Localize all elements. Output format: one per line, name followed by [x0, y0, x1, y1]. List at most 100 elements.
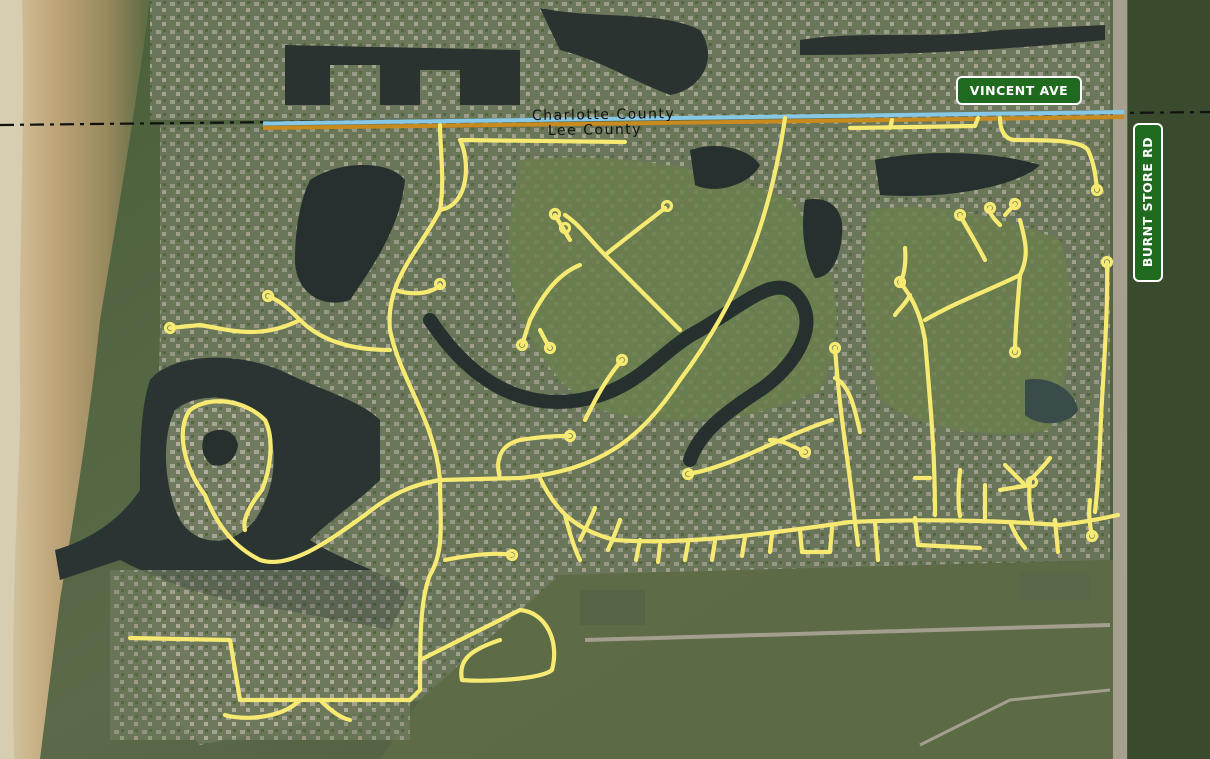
- network-spur-5: [655, 542, 663, 565]
- endpoint-circle-icon: [660, 199, 674, 213]
- network-central-d: [602, 205, 668, 258]
- road-sign-burnt-store-rd-label: BURNT STORE RD: [1140, 137, 1155, 267]
- marina-island: [165, 397, 274, 541]
- endpoint-circle-icon: [1008, 345, 1022, 359]
- endpoint-circle-icon: [558, 221, 572, 235]
- endpoint-circle-icon: [163, 321, 177, 335]
- lake-north-east: [875, 153, 1040, 196]
- marina-pond: [202, 429, 238, 466]
- network-east-k: [1002, 201, 1018, 218]
- endpoint-circle-icon: [548, 207, 562, 221]
- road-sign-vincent-ave: VINCENT AVE: [956, 76, 1082, 105]
- south-road-2: [919, 688, 1111, 747]
- county-label-charlotte: Charlotte County: [532, 106, 676, 124]
- shoreline-sand: [0, 0, 24, 759]
- network-east-e: [897, 279, 938, 518]
- network-east-i: [957, 212, 988, 263]
- endpoint-circle-icon: [1025, 475, 1039, 489]
- endpoint-circle-icon: [433, 277, 447, 291]
- endpoint-circle-icon: [953, 208, 967, 222]
- network-ne-c: [997, 115, 1100, 193]
- network-ne-b: [887, 117, 895, 131]
- network-south-collector: [537, 475, 1121, 544]
- network-east-u: [1087, 497, 1095, 539]
- endpoint-circle-icon: [1100, 255, 1114, 269]
- road-sign-burnt-store-rd: BURNT STORE RD: [1133, 123, 1163, 282]
- south-development: [110, 570, 410, 740]
- network-central-a: [496, 433, 573, 481]
- network-east-l: [892, 292, 913, 318]
- burnt-store-road: [1113, 0, 1127, 759]
- endpoint-circle-icon: [1008, 197, 1022, 211]
- lake-central: [803, 199, 843, 278]
- lee-county-line: [262, 115, 1125, 130]
- network-spur-10: [797, 525, 835, 555]
- network-spur-11: [852, 519, 861, 548]
- golf-course-east: [863, 206, 1071, 434]
- network-east-t: [1092, 259, 1110, 515]
- endpoint-circle-icon: [261, 289, 275, 303]
- network-east-g: [922, 217, 1028, 323]
- road-sign-vincent-ave-label: VINCENT AVE: [970, 83, 1068, 98]
- network-spur-1: [562, 512, 583, 563]
- endpoint-circle-icon: [615, 353, 629, 367]
- network-spur-4: [633, 537, 643, 563]
- network-spur-13: [912, 515, 983, 551]
- network-north-branch: [387, 122, 445, 483]
- network-east-d: [767, 437, 808, 455]
- network-spur-9: [767, 531, 775, 555]
- endpoint-circle-icon: [543, 341, 557, 355]
- network-spur-8: [739, 534, 748, 559]
- endpoint-markers: [163, 183, 1114, 562]
- endpoint-circle-icon: [828, 341, 842, 355]
- network-marina-loop: [180, 399, 368, 564]
- golf-course: [508, 157, 837, 421]
- creek: [423, 280, 814, 467]
- county-label-lee: Lee County: [548, 122, 642, 139]
- lake-small-east: [1025, 379, 1078, 424]
- network-east-m: [956, 467, 963, 519]
- network-central-f: [537, 327, 553, 351]
- marsh-area: [0, 0, 150, 759]
- endpoint-circle-icon: [983, 201, 997, 215]
- network-south-west-2: [317, 697, 353, 723]
- south-road: [584, 623, 1111, 642]
- north-lake: [540, 8, 709, 95]
- east-vegetation: [1128, 0, 1210, 759]
- network-central-b: [582, 357, 625, 423]
- network-east-h: [1012, 272, 1023, 355]
- charlotte-county-line: [262, 110, 1125, 126]
- network-spur-7: [709, 538, 718, 563]
- network-south-loop: [417, 607, 557, 683]
- network-east-r: [997, 482, 1033, 493]
- network-south-spine: [127, 477, 443, 703]
- endpoint-circle-icon: [893, 275, 907, 289]
- network-east-c: [685, 417, 835, 477]
- network-spur-14: [1007, 519, 1028, 551]
- network-east-b: [832, 375, 863, 435]
- network-main-road: [362, 115, 788, 518]
- network-spur-3: [605, 517, 623, 553]
- network-branch-a: [437, 137, 628, 213]
- network-spur-12: [872, 519, 881, 563]
- endpoint-circle-icon: [563, 429, 577, 443]
- lake-north-central: [690, 145, 760, 189]
- network-east-f: [897, 245, 908, 285]
- north-canal: [285, 45, 520, 105]
- endpoint-circle-icon: [515, 338, 529, 352]
- network-spur-6: [682, 540, 691, 563]
- network-east-a: [832, 345, 858, 525]
- endpoint-circle-icon: [1090, 183, 1104, 197]
- network-spur-15: [1052, 517, 1061, 555]
- lake-west: [295, 165, 405, 303]
- south-scrub: [380, 560, 1113, 759]
- endpoint-circle-icon: [1085, 529, 1099, 543]
- endpoint-circle-icon: [681, 467, 695, 481]
- network-spur-2: [577, 505, 598, 543]
- network-east-q: [1002, 462, 1028, 488]
- road-network: [127, 115, 1121, 723]
- network-central-c: [562, 212, 683, 333]
- north-canal-east: [800, 25, 1105, 55]
- network-south-west: [222, 697, 303, 720]
